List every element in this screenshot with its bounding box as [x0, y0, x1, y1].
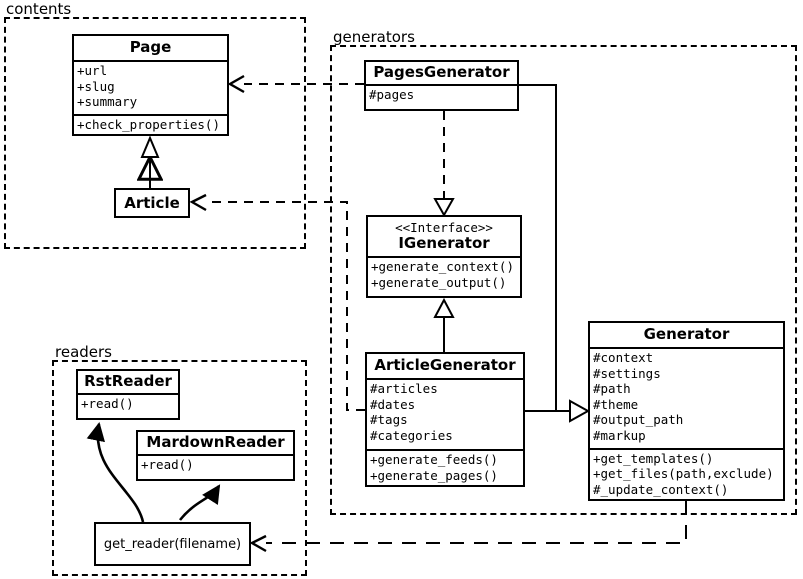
attribute-item: +url: [77, 63, 108, 78]
class-box-pagesgenerator[interactable]: PagesGenerator #pages: [364, 60, 519, 111]
method-item: +get_templates(): [593, 450, 714, 466]
package-frame-contents: [4, 17, 306, 249]
function-box-label: get_reader(filename): [103, 536, 242, 552]
class-header-igenerator: <<Interface>> IGenerator: [368, 217, 520, 256]
method-item: +generate_pages(): [370, 467, 498, 483]
class-header-generator: Generator: [590, 323, 783, 347]
class-methods-page: +check_properties(): [74, 113, 227, 135]
class-title-mardownreader: MardownReader: [146, 433, 285, 451]
attribute-item: #pages: [369, 87, 415, 102]
class-box-articlegenerator[interactable]: ArticleGenerator #articles #dates #tags …: [365, 352, 525, 487]
class-stereotype-igenerator: <<Interface>>: [395, 220, 493, 235]
class-title-igenerator: IGenerator: [398, 234, 490, 252]
function-box-get-reader[interactable]: get_reader(filename): [94, 522, 251, 566]
attribute-item: #dates: [370, 396, 416, 412]
class-box-mardownreader[interactable]: MardownReader +read(): [136, 430, 295, 481]
attribute-item: #tags: [370, 412, 408, 427]
method-item: +get_files(path,exclude): [593, 466, 774, 481]
package-label-generators: generators: [331, 28, 417, 46]
attribute-item: +summary: [77, 94, 138, 109]
attribute-item: #output_path: [593, 412, 684, 427]
attribute-item: #settings: [593, 365, 661, 381]
attribute-item: #articles: [370, 381, 438, 396]
class-box-article[interactable]: Article: [114, 188, 190, 218]
package-label-readers: readers: [53, 343, 114, 361]
class-box-page[interactable]: Page +url +slug +summary +check_properti…: [72, 34, 229, 136]
class-attributes-pagesgenerator: #pages: [366, 84, 517, 109]
method-item: +check_properties(): [77, 116, 220, 132]
class-box-rstreader[interactable]: RstReader +read(): [76, 369, 180, 420]
method-item: +generate_context(): [371, 259, 514, 274]
class-title-pagesgenerator: PagesGenerator: [373, 63, 510, 81]
class-methods-articlegenerator: +generate_feeds() +generate_pages(): [367, 449, 523, 485]
method-item: +read(): [81, 396, 134, 411]
class-header-rstreader: RstReader: [78, 371, 178, 393]
class-title-generator: Generator: [643, 325, 730, 343]
attribute-item: #markup: [593, 427, 646, 443]
class-header-articlegenerator: ArticleGenerator: [367, 354, 523, 378]
method-item: #_update_context(): [593, 481, 729, 497]
package-frame-readers: [52, 360, 307, 576]
package-label-contents: contents: [4, 0, 74, 18]
class-attributes-generator: #context #settings #path #theme #output_…: [590, 347, 783, 448]
class-header-mardownreader: MardownReader: [138, 432, 293, 454]
attribute-item: #path: [593, 381, 631, 396]
class-methods-rstreader: +read(): [78, 393, 178, 418]
class-attributes-page: +url +slug +summary: [74, 60, 227, 114]
method-item: +read(): [141, 457, 194, 472]
class-title-page: Page: [129, 38, 172, 56]
class-title-article: Article: [124, 193, 180, 212]
class-methods-igenerator: +generate_context() +generate_output(): [368, 256, 520, 296]
attribute-item: #theme: [593, 396, 639, 412]
class-box-generator[interactable]: Generator #context #settings #path #them…: [588, 321, 785, 501]
class-methods-mardownreader: +read(): [138, 454, 293, 479]
method-item: +generate_output(): [371, 274, 507, 290]
attribute-item: #categories: [370, 427, 453, 443]
method-item: +generate_feeds(): [370, 452, 498, 467]
class-attributes-articlegenerator: #articles #dates #tags #categories: [367, 378, 523, 449]
attribute-item: #context: [593, 350, 654, 365]
attribute-item: +slug: [77, 78, 115, 94]
class-title-rstreader: RstReader: [84, 372, 172, 390]
class-header-page: Page: [74, 36, 227, 60]
class-title-articlegenerator: ArticleGenerator: [374, 356, 516, 374]
class-box-igenerator[interactable]: <<Interface>> IGenerator +generate_conte…: [366, 215, 522, 298]
class-methods-generator: +get_templates() +get_files(path,exclude…: [590, 447, 783, 500]
class-header-pagesgenerator: PagesGenerator: [366, 62, 517, 84]
